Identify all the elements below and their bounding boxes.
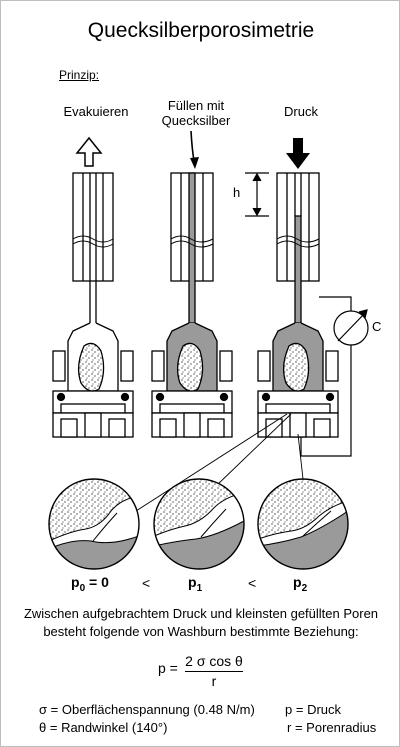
- principle-heading: Prinzip:: [59, 68, 100, 82]
- pressure-down-arrow-icon: [286, 138, 310, 169]
- stage-label-fill-line1: Füllen mit: [167, 98, 225, 113]
- apparatus-diagram: [48, 130, 369, 570]
- p0-symbol: p: [71, 574, 80, 590]
- apparatus-pressure: [257, 172, 339, 438]
- p2-subscript: 2: [301, 582, 308, 594]
- legend-r: r = Porenradius: [287, 720, 376, 735]
- legend-p: p = Druck: [285, 702, 341, 717]
- stage-label-fill: Füllen mit Quecksilber: [141, 98, 251, 128]
- legend-theta: θ = Randwinkel (140°): [39, 720, 167, 735]
- legend-p-symbol: p: [285, 702, 293, 717]
- pore-detail-p1: [153, 478, 245, 570]
- apparatus-evacuate: [52, 172, 134, 438]
- p1-symbol: p: [188, 574, 197, 590]
- height-dimension: [245, 172, 269, 217]
- capacitance-circuit: [300, 296, 369, 457]
- pressure-p1-label: p1: [188, 574, 202, 594]
- description-line-2: besteht folgende von Washburn bestimmte …: [43, 624, 359, 639]
- fill-curved-arrow-icon: [190, 130, 195, 162]
- stage-label-pressure: Druck: [246, 104, 356, 119]
- less-than-2: <: [248, 575, 257, 591]
- formula-fraction-bar: [185, 671, 243, 672]
- legend-sigma: σ = Oberflächenspannung (0.48 N/m): [39, 702, 255, 717]
- stage-label-pressure-text: Druck: [284, 104, 318, 119]
- legend-theta-text: = Randwinkel (140°): [49, 720, 168, 735]
- formula-lhs: p =: [158, 660, 178, 676]
- stage-label-fill-line2: Quecksilber: [161, 113, 231, 128]
- description-line-1: Zwischen aufgebrachtem Druck und kleinst…: [23, 606, 379, 621]
- legend-p-text: = Druck: [295, 702, 342, 717]
- diagram-title: Quecksilberporosimetrie: [87, 19, 315, 42]
- capacitance-label: C: [372, 319, 382, 334]
- apparatus-fill: [151, 172, 233, 438]
- p0-subscript: 0: [79, 582, 86, 594]
- p2-symbol: p: [293, 574, 302, 590]
- less-than-1: <: [142, 575, 151, 591]
- p1-subscript: 1: [196, 582, 203, 594]
- legend-r-symbol: r: [287, 720, 292, 735]
- legend-sigma-symbol: σ: [39, 702, 48, 717]
- magnification-lines: [135, 413, 304, 512]
- formula-denominator: r: [211, 673, 217, 689]
- pore-detail-p0: [48, 478, 140, 570]
- legend-r-text: = Porenradius: [294, 720, 377, 735]
- evacuate-up-arrow-icon: [75, 136, 103, 167]
- formula-numerator: 2 σ cos θ: [185, 653, 243, 669]
- stage-label-evacuate-text: Evakuieren: [63, 104, 129, 119]
- legend-theta-symbol: θ: [39, 720, 47, 735]
- pore-detail-p2: [257, 478, 349, 570]
- stage-label-evacuate: Evakuieren: [41, 104, 151, 119]
- pressure-p2-label: p2: [293, 574, 307, 594]
- p0-equals: = 0: [89, 574, 109, 590]
- legend-sigma-text: = Oberflächenspannung (0.48 N/m): [50, 702, 255, 717]
- fill-arrowhead-icon: [190, 157, 199, 169]
- height-label: h: [233, 185, 241, 200]
- pressure-p0-label: p0 = 0: [71, 574, 109, 594]
